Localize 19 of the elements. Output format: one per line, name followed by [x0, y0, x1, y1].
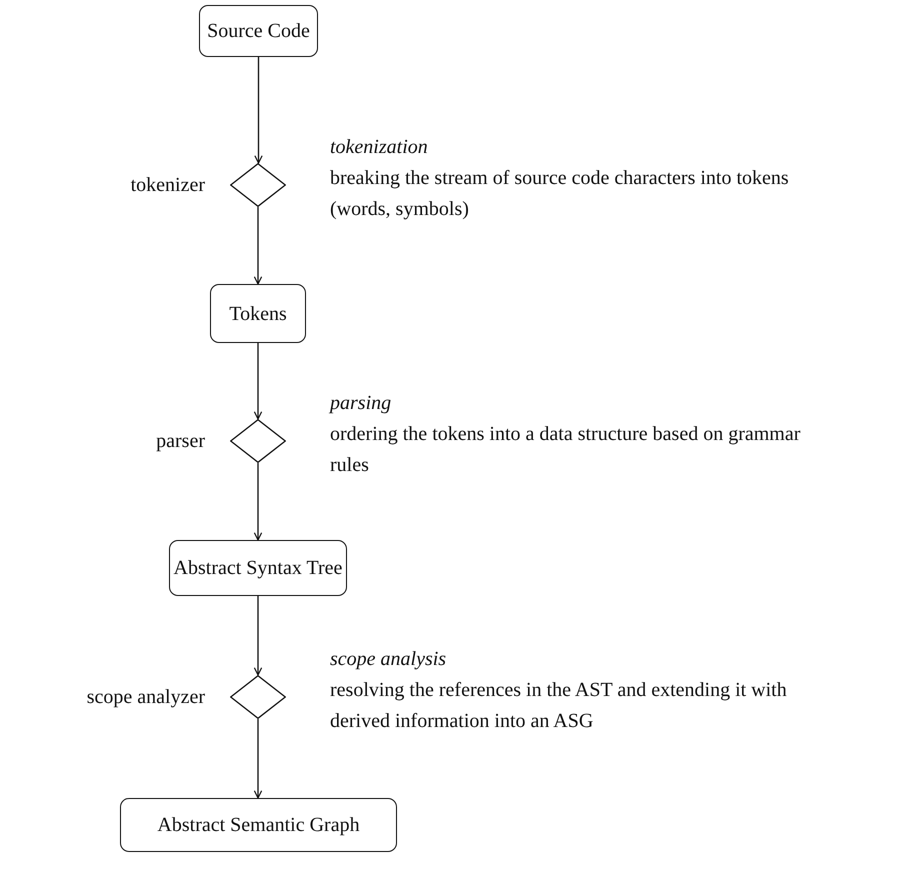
arrow	[254, 463, 262, 541]
process-box: Abstract Syntax Tree	[169, 540, 347, 596]
step-description: resolving the references in the AST and extending it with derived information into an ASG	[330, 678, 788, 734]
process-box: Source Code	[199, 5, 318, 57]
arrow	[254, 596, 262, 676]
step-heading: scope analysis	[330, 647, 448, 672]
step-label: scope analyzer	[86, 685, 205, 710]
step-heading: tokenization	[330, 135, 429, 160]
arrow	[254, 343, 262, 420]
step-description: ordering the tokens into a data structure based on grammar rules	[330, 422, 802, 478]
process-box: Abstract Semantic Graph	[120, 798, 397, 852]
arrow	[254, 719, 262, 799]
arrow	[254, 57, 263, 164]
process-box: Tokens	[210, 284, 306, 343]
step-label: tokenizer	[130, 173, 205, 198]
arrow	[254, 207, 262, 285]
step-heading: parsing	[330, 391, 392, 416]
step-label: parser	[156, 429, 205, 454]
step-description: breaking the stream of source code characters into tokens (words, symbols)	[330, 166, 790, 222]
